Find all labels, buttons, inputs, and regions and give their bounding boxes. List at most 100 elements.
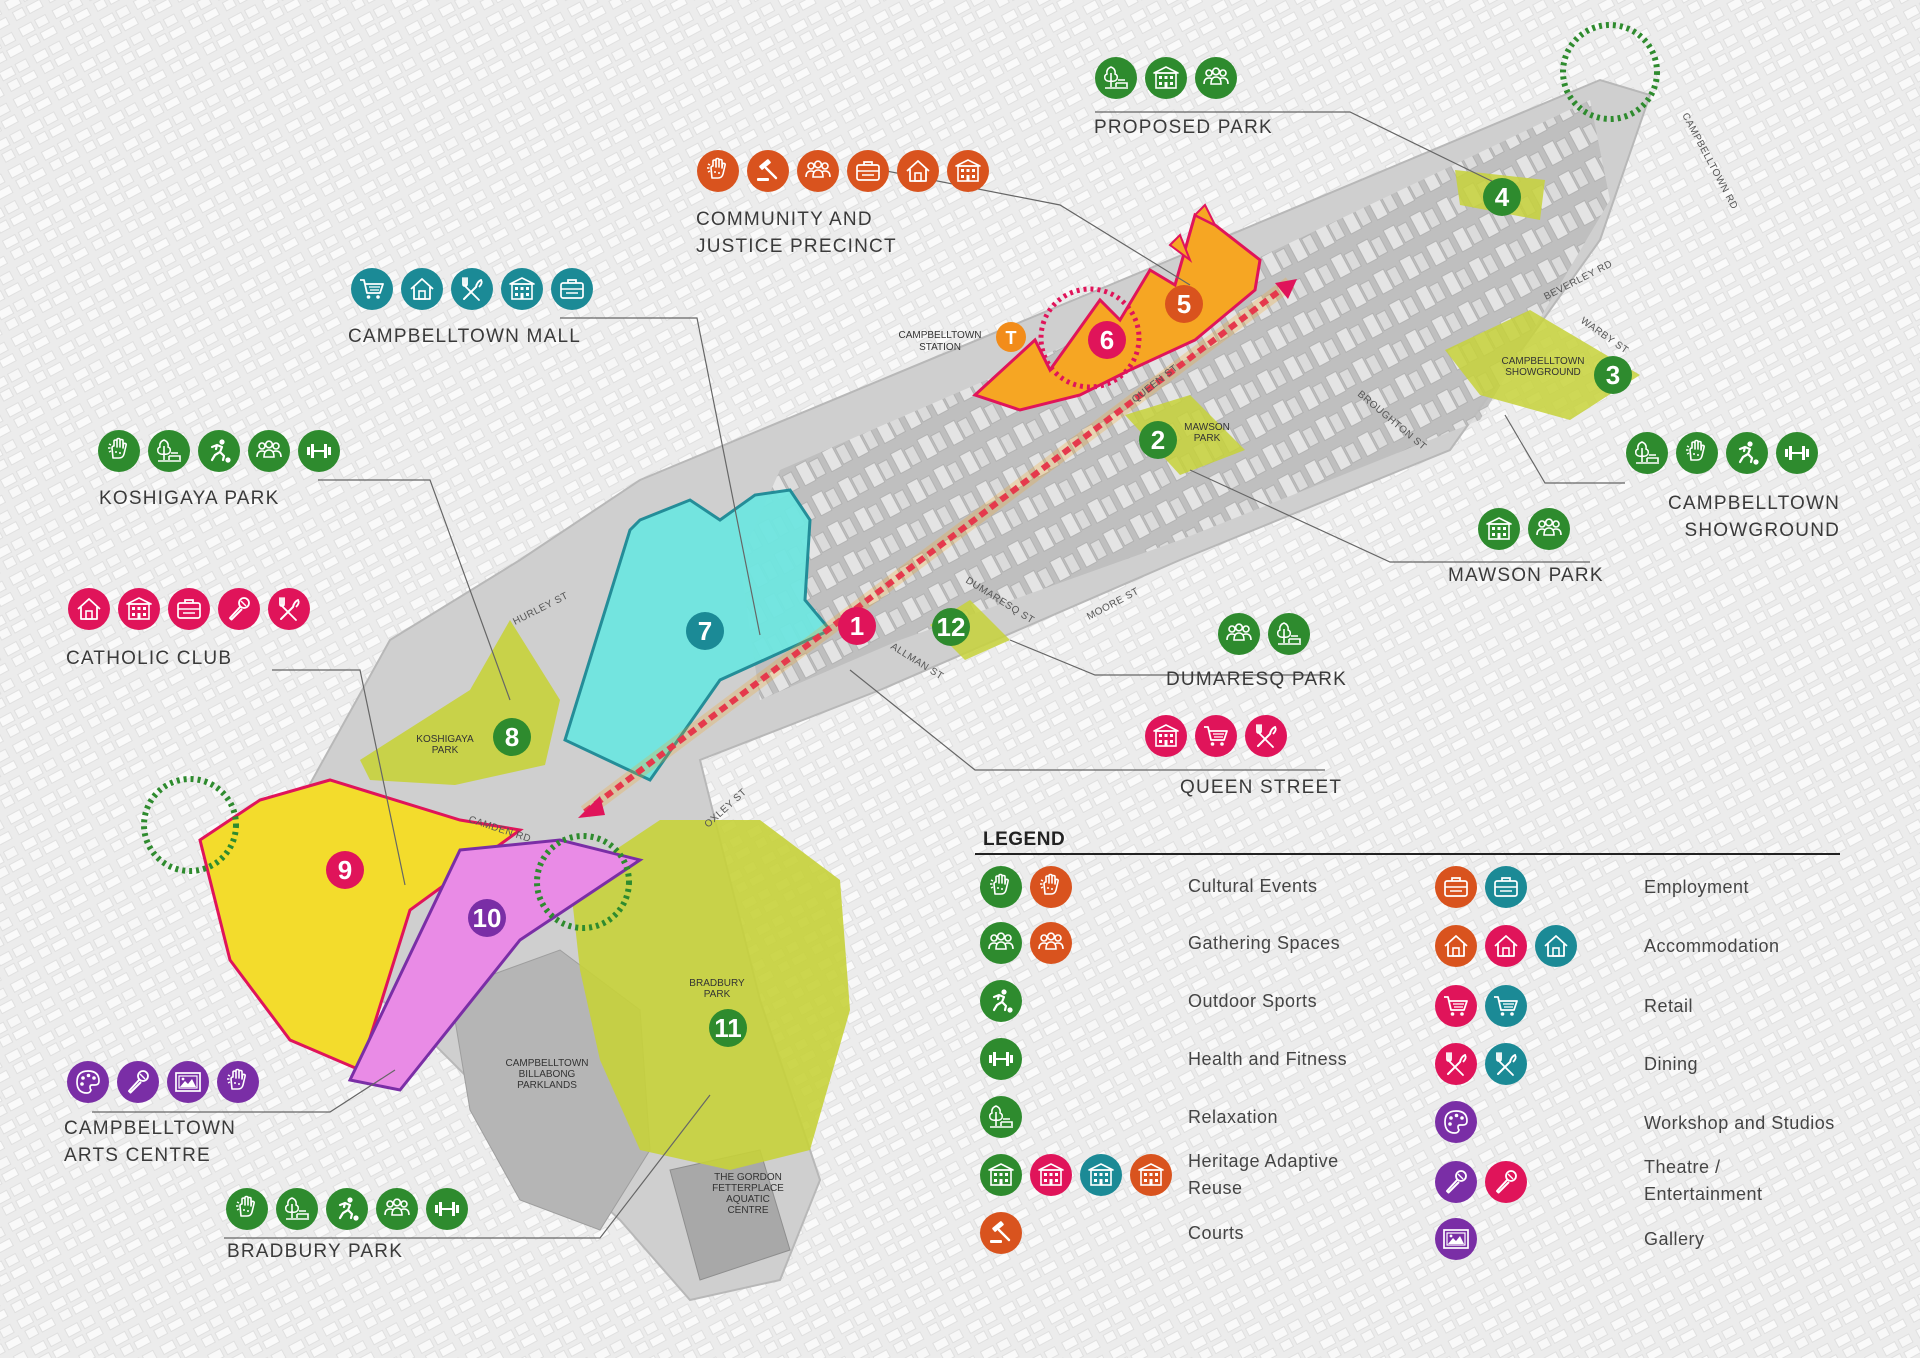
marker-circle: [838, 607, 876, 645]
marker-9[interactable]: 9: [326, 851, 364, 889]
legend-label: Heritage Adaptive Reuse: [1188, 1148, 1339, 1202]
area-label-line: CENTRE: [727, 1205, 768, 1216]
legend-label-line: Employment: [1644, 877, 1750, 897]
heritage-icon: [1130, 1154, 1172, 1196]
campbelltown-mall-label-line: CAMPBELLTOWN MALL: [348, 326, 581, 347]
marker-circle: [468, 899, 506, 937]
marker-4[interactable]: 4: [1483, 178, 1521, 216]
arts-centre-10: [347, 838, 644, 1092]
marker-5[interactable]: 5: [1165, 285, 1203, 323]
legend-icons-left-4: [980, 1096, 1022, 1138]
legend-label-line: Cultural Events: [1188, 876, 1318, 896]
fitness-icon: [1776, 432, 1818, 474]
legend-label-line: Entertainment: [1644, 1184, 1763, 1204]
legend-label-line: Reuse: [1188, 1178, 1243, 1198]
dining-icon: [1245, 715, 1287, 757]
legend-label: Relaxation: [1188, 1104, 1278, 1131]
marker-circle: [1165, 285, 1203, 323]
legend-icons-right-0: [1435, 866, 1527, 908]
fitness-icon: [980, 1038, 1022, 1080]
area-label-line: CAMPBELLTOWN: [1502, 356, 1585, 367]
area-label-line: CAMPBELLTOWN: [506, 1058, 589, 1069]
employment-icon: [168, 588, 210, 630]
bradbury-park-label: BRADBURY PARK: [227, 1238, 403, 1265]
accommodation-icon: [68, 588, 110, 630]
queen-street-promenade: [583, 280, 1292, 815]
accommodation-icon: [401, 268, 443, 310]
workshop-icon: [1435, 1101, 1477, 1143]
relaxation-icon: [980, 1096, 1022, 1138]
area-label-line: SHOWGROUND: [1505, 367, 1581, 378]
mawson-park-label-line: MAWSON PARK: [1448, 565, 1604, 586]
queen-street-label-line: QUEEN STREET: [1180, 777, 1343, 798]
koshigaya-park-label: KOSHIGAYA PARK: [99, 485, 279, 512]
numbered-markers: 1 2 3 4 5 6 7 8 9 10 11 12: [326, 178, 1632, 1047]
area-label-line: AQUATIC: [726, 1194, 770, 1205]
heritage-icon: [1080, 1154, 1122, 1196]
workshop-icon: [67, 1061, 109, 1103]
heritage-icon: [1478, 508, 1520, 550]
area-label-line: THE GORDON: [714, 1172, 782, 1183]
marker-1[interactable]: 1: [838, 607, 876, 645]
marker-3[interactable]: 3: [1594, 356, 1632, 394]
relaxation-icon: [1626, 432, 1668, 474]
queen-street-label: QUEEN STREET: [1180, 774, 1342, 801]
marker-2[interactable]: 2: [1139, 421, 1177, 459]
relaxation-icon: [276, 1188, 318, 1230]
legend-label: Health and Fitness: [1188, 1046, 1347, 1073]
heritage-icon: [980, 1154, 1022, 1196]
accommodation-icon: [897, 150, 939, 192]
legend-label-line: Outdoor Sports: [1188, 991, 1318, 1011]
mawson-park-icons: [1478, 508, 1570, 550]
dining-icon: [1435, 1043, 1477, 1085]
legend-label-line: Relaxation: [1188, 1107, 1279, 1127]
catholic-club-label: CATHOLIC CLUB: [66, 645, 232, 672]
area-label-line: FETTERPLACE: [712, 1183, 784, 1194]
marker-circle: [686, 612, 724, 650]
legend-label-line: Workshop and Studios: [1644, 1113, 1835, 1133]
marker-7[interactable]: 7: [686, 612, 724, 650]
legend-icons-right-6: [1435, 1218, 1477, 1260]
gathering-icon: [248, 430, 290, 472]
koshigaya-park-label-line: KOSHIGAYA PARK: [99, 488, 280, 509]
legend-label-line: Gathering Spaces: [1188, 933, 1341, 953]
park-11: [570, 820, 850, 1170]
bradbury-park-label-line: BRADBURY PARK: [227, 1241, 404, 1262]
area-label-line: PARK: [1194, 433, 1221, 444]
marker-number: 2: [1151, 425, 1165, 455]
marker-circle: [932, 608, 970, 646]
gathering-icon: [376, 1188, 418, 1230]
legend-label: Accommodation: [1644, 933, 1780, 960]
marker-10[interactable]: 10: [468, 899, 506, 937]
marker-12[interactable]: 12: [932, 608, 970, 646]
legend-label: Gallery: [1644, 1226, 1705, 1253]
marker-8[interactable]: 8: [493, 718, 531, 756]
campbelltown-mall-icons: [351, 268, 593, 310]
legend-label-line: Heritage Adaptive: [1188, 1151, 1339, 1171]
marker-number: 3: [1606, 360, 1620, 390]
legend-icons-right-3: [1435, 1043, 1527, 1085]
marker-11[interactable]: 11: [709, 1009, 747, 1047]
gathering-icon: [1195, 57, 1237, 99]
cultural-icon: [226, 1188, 268, 1230]
marker-6[interactable]: 6: [1088, 321, 1126, 359]
train-station-icon: [996, 322, 1026, 352]
park-3: [1445, 310, 1640, 420]
relaxation-icon: [1095, 57, 1137, 99]
gateway-circle-station: [1038, 286, 1142, 390]
leader-lines: [92, 111, 1625, 1239]
legend-label-line: Gallery: [1644, 1229, 1705, 1249]
proposed-park-label: PROPOSED PARK: [1094, 114, 1273, 141]
cultural-icon: [1676, 432, 1718, 474]
community-justice-label: COMMUNITY AND JUSTICE PRECINCT: [696, 206, 897, 260]
gathering-icon: [1528, 508, 1570, 550]
legend-title: LEGEND: [983, 829, 1066, 850]
gathering-icon: [797, 150, 839, 192]
employment-icon: [1485, 866, 1527, 908]
park-2: [1125, 395, 1245, 475]
dining-icon: [1485, 1043, 1527, 1085]
legend-label: Gathering Spaces: [1188, 930, 1340, 957]
legend-label-line: Retail: [1644, 996, 1694, 1016]
marker-number: 9: [338, 855, 352, 885]
